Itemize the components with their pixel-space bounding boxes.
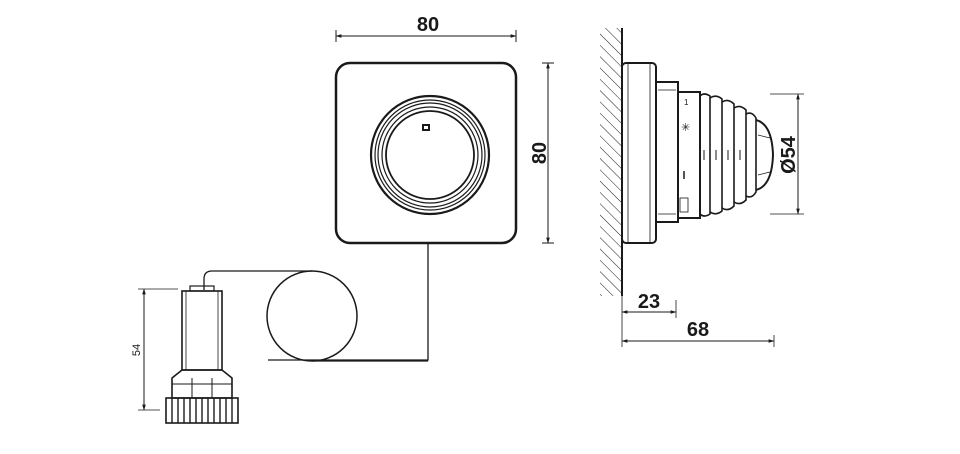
frost-symbol-icon: ✳ (681, 122, 690, 134)
side-view: 1 ✳ Ø54 23 68 (600, 28, 804, 347)
front-width-dimension: 80 (335, 14, 517, 42)
remote-sensor: 54 (131, 285, 239, 424)
side-knob (678, 91, 775, 219)
total-depth-dimension: 68 (621, 296, 775, 347)
front-knob (369, 94, 491, 216)
sensor-length-label: 54 (131, 344, 143, 356)
knob-diameter-dimension: Ø54 (770, 93, 804, 215)
capillary-coil (203, 270, 428, 362)
wall-hatching (600, 28, 622, 296)
wall-plate (334, 61, 518, 245)
knob-diameter-label: Ø54 (778, 135, 800, 174)
sensor-length-dimension: 54 (131, 288, 178, 411)
wall-projection-label: 23 (638, 291, 660, 313)
total-depth-label: 68 (687, 319, 709, 341)
front-height-label: 80 (529, 142, 551, 164)
knob-mark-position: 1 (684, 98, 689, 107)
wall-projection-dimension: 23 (621, 291, 677, 318)
front-width-label: 80 (417, 14, 439, 36)
front-height-dimension: 80 (529, 62, 554, 244)
front-view: 80 80 (268, 14, 554, 361)
